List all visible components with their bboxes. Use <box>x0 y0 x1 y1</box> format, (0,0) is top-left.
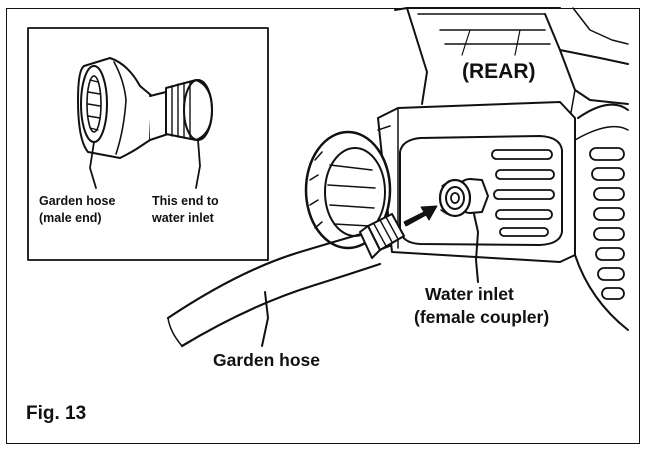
water-inlet-coupler <box>438 178 489 218</box>
garden-hose <box>166 213 405 348</box>
inlet-callout-line <box>473 213 479 283</box>
water-inlet-sublabel: (female coupler) <box>414 307 550 327</box>
water-inlet-label: Water inlet <box>425 284 514 304</box>
inset-inlet-callout <box>195 139 201 189</box>
inset-inlet-end-sublabel: water inlet <box>152 211 214 225</box>
garden-hose-label: Garden hose <box>213 350 320 370</box>
figure-caption: Fig. 13 <box>26 403 87 424</box>
inset-hose-callout <box>89 141 97 189</box>
inset-hose-end-sublabel: (male end) <box>39 211 102 225</box>
pressure-washer-body <box>304 7 629 331</box>
rear-view-label: (REAR) <box>462 60 536 83</box>
inset-hose-end-label: Garden hose <box>39 194 116 208</box>
inset-inlet-end-label: This end to <box>152 194 219 208</box>
inset-hose-connector <box>77 57 213 159</box>
inset-box <box>27 27 269 261</box>
arrow-icon <box>403 205 438 227</box>
hose-callout-line <box>261 291 269 347</box>
